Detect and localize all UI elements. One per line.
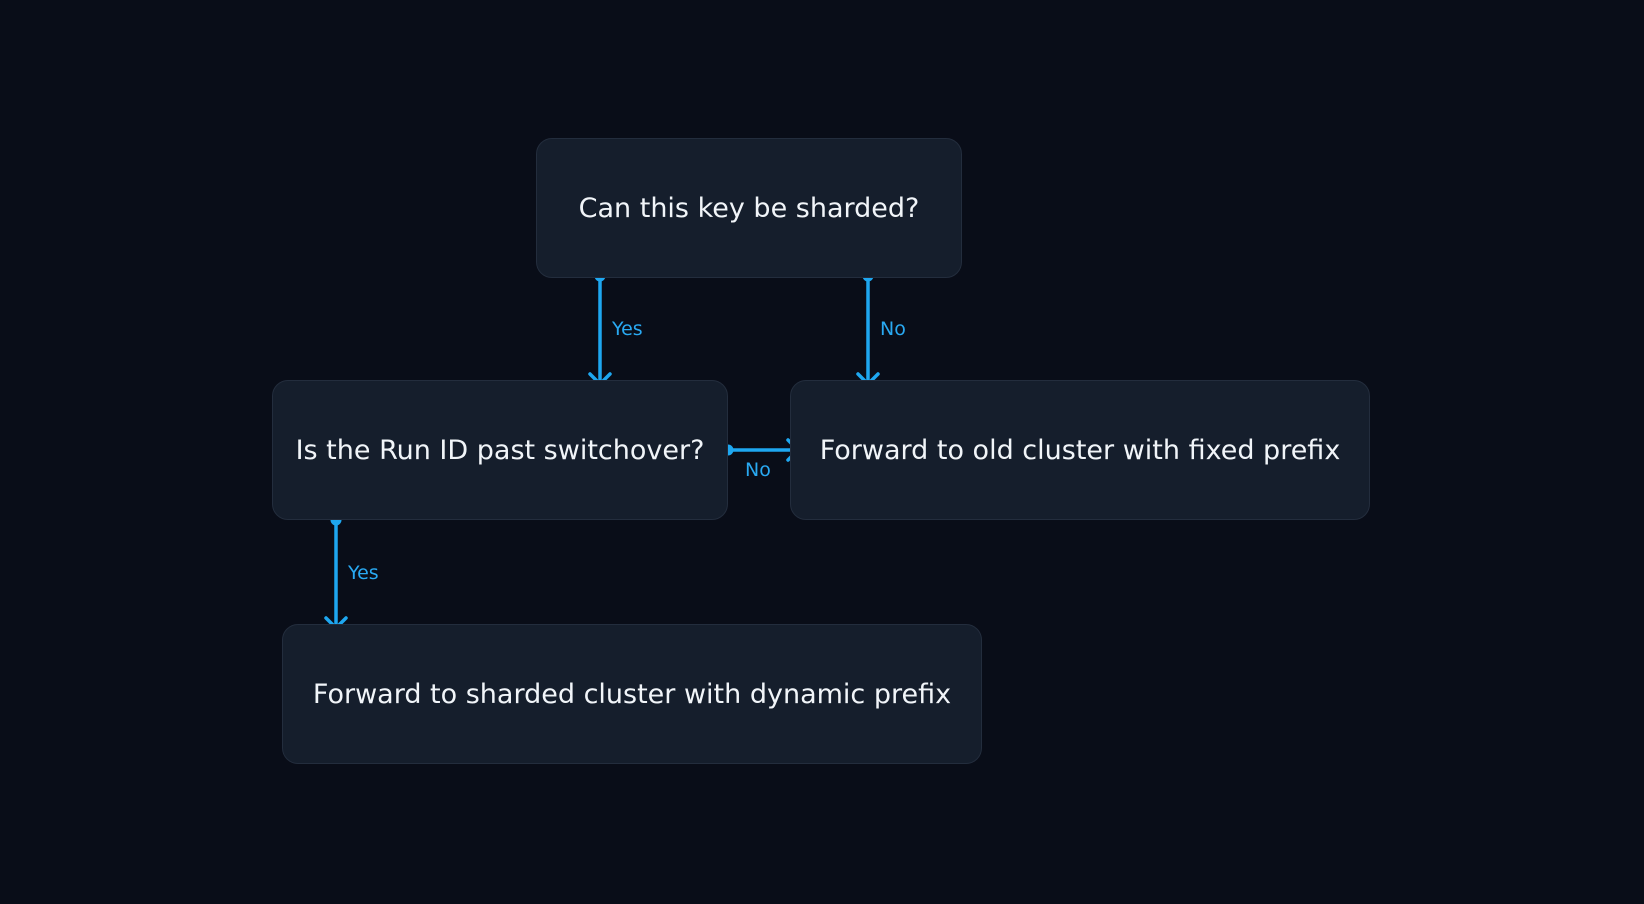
decision-node-run-id-switchover: Is the Run ID past switchover? <box>272 380 728 520</box>
edge-q2-old-label: No <box>745 459 771 481</box>
action-node-old-cluster: Forward to old cluster with fixed prefix <box>790 380 1370 520</box>
decision-node-can-shard-text: Can this key be sharded? <box>578 192 920 224</box>
edge-q2-to-old: No <box>722 438 800 481</box>
decision-node-can-shard: Can this key be sharded? <box>536 138 962 278</box>
edge-q2-sharded-label: Yes <box>347 562 379 584</box>
action-node-old-cluster-text: Forward to old cluster with fixed prefix <box>819 434 1341 466</box>
action-node-sharded-cluster-text: Forward to sharded cluster with dynamic … <box>312 678 952 710</box>
edge-q1-to-old: No <box>856 270 906 386</box>
edge-q2-to-sharded: Yes <box>324 514 379 630</box>
action-node-sharded-cluster: Forward to sharded cluster with dynamic … <box>282 624 982 764</box>
edge-q1-old-label: No <box>880 318 906 340</box>
edge-q1-q2-label: Yes <box>611 318 643 340</box>
decision-node-run-id-switchover-text: Is the Run ID past switchover? <box>295 434 705 466</box>
edge-q1-to-q2: Yes <box>588 270 643 386</box>
